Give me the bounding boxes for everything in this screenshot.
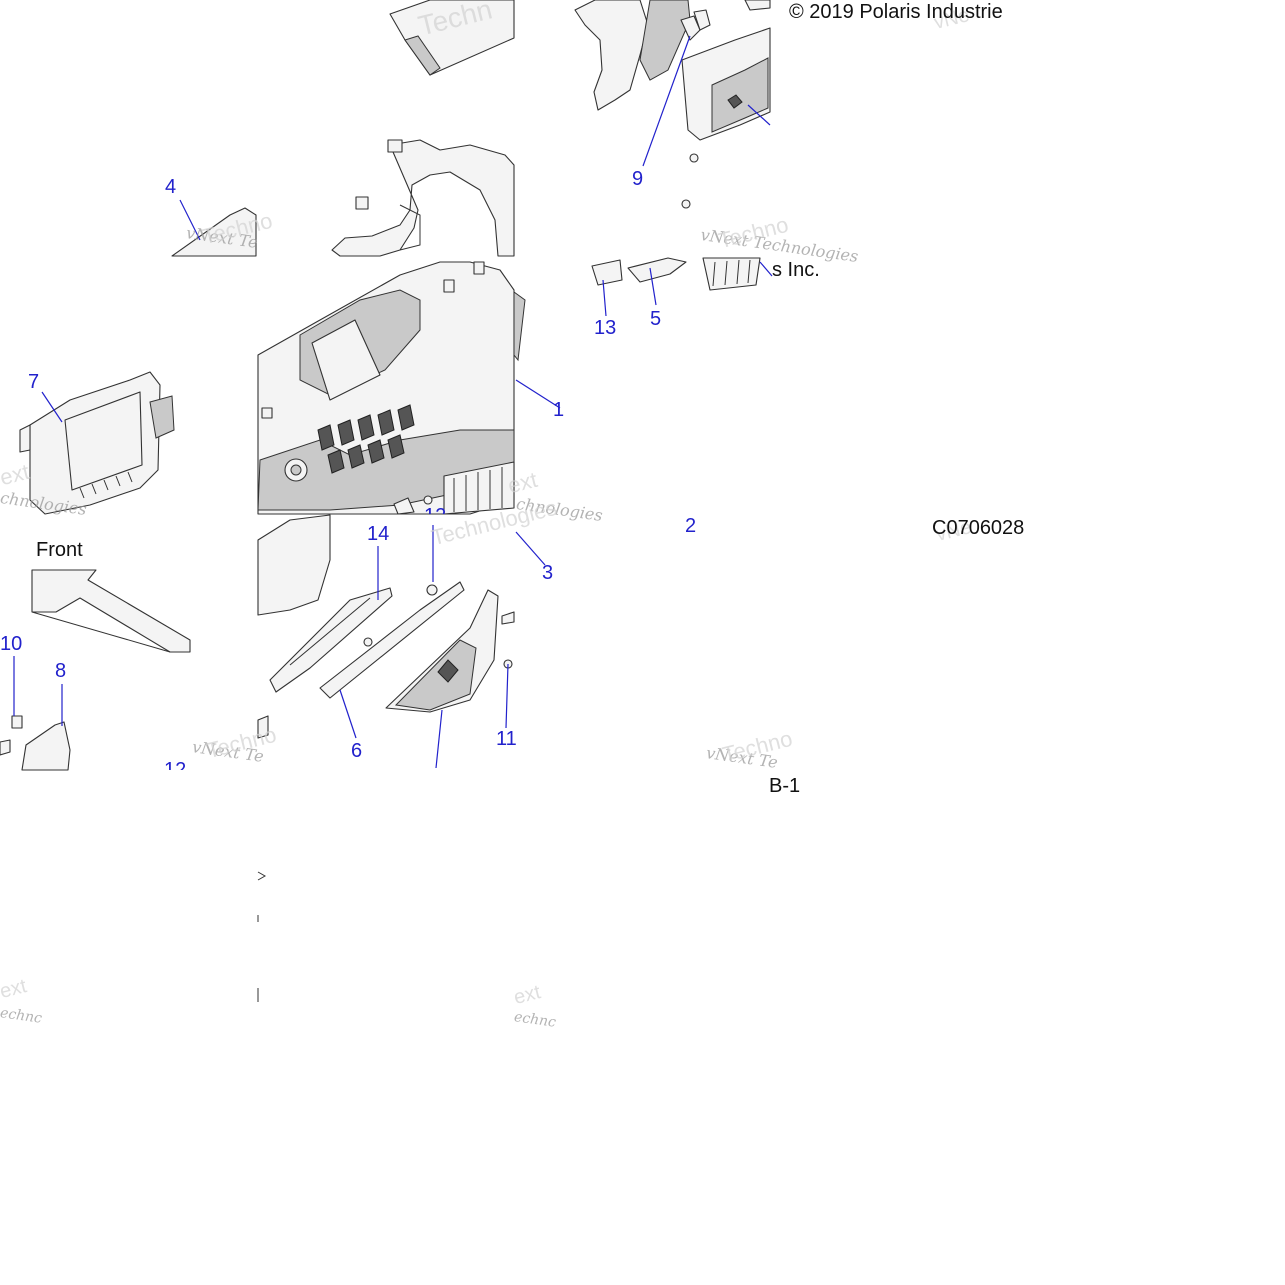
part-lower-trim (257, 514, 515, 739)
callout-1: 1 (553, 399, 565, 421)
callout-13: 13 (594, 317, 617, 339)
part-side-tab (513, 291, 526, 362)
front-arrow-label: Front (36, 539, 83, 561)
part-lower-bracket (0, 715, 71, 771)
part-main-dash-vents (317, 404, 415, 474)
callout-3: 3 (542, 562, 554, 584)
callout-5: 5 (650, 308, 662, 330)
diagram-code: C0706028 (932, 517, 1025, 539)
leader-lines (13, 35, 773, 769)
callout-4: 4 (165, 176, 177, 198)
callout-2: 2 (685, 515, 697, 537)
part-main-dash (257, 261, 515, 515)
copyright-text: © 2019 Polaris Industrie (789, 1, 1003, 23)
part-grille (443, 461, 515, 515)
callout-11: 11 (496, 728, 517, 750)
part-4-fragment (171, 207, 257, 257)
part-fastener-12 (393, 495, 433, 515)
part-dash-upper-frame (331, 139, 515, 257)
page-reference: B-1 (769, 775, 801, 797)
part-clips-13-5 (591, 257, 761, 291)
part-side-bracket (574, 0, 771, 111)
callout-7: 7 (28, 371, 40, 393)
callout-12-lower: 12 (164, 760, 186, 770)
part-small-marks (257, 871, 267, 1002)
callout-14: 14 (367, 523, 390, 545)
part-dash-cover-top (389, 0, 515, 76)
callout-12: 12 (424, 506, 446, 514)
part-right-grille-panel (681, 27, 771, 209)
callout-9: 9 (632, 168, 644, 190)
callout-8: 8 (55, 660, 67, 682)
callout-6: 6 (351, 740, 363, 762)
callout-10: 10 (0, 633, 23, 655)
part-cluster-bezel (19, 371, 175, 515)
copyright-tail-text: s Inc. (772, 259, 820, 281)
front-arrow-shape (31, 569, 191, 653)
